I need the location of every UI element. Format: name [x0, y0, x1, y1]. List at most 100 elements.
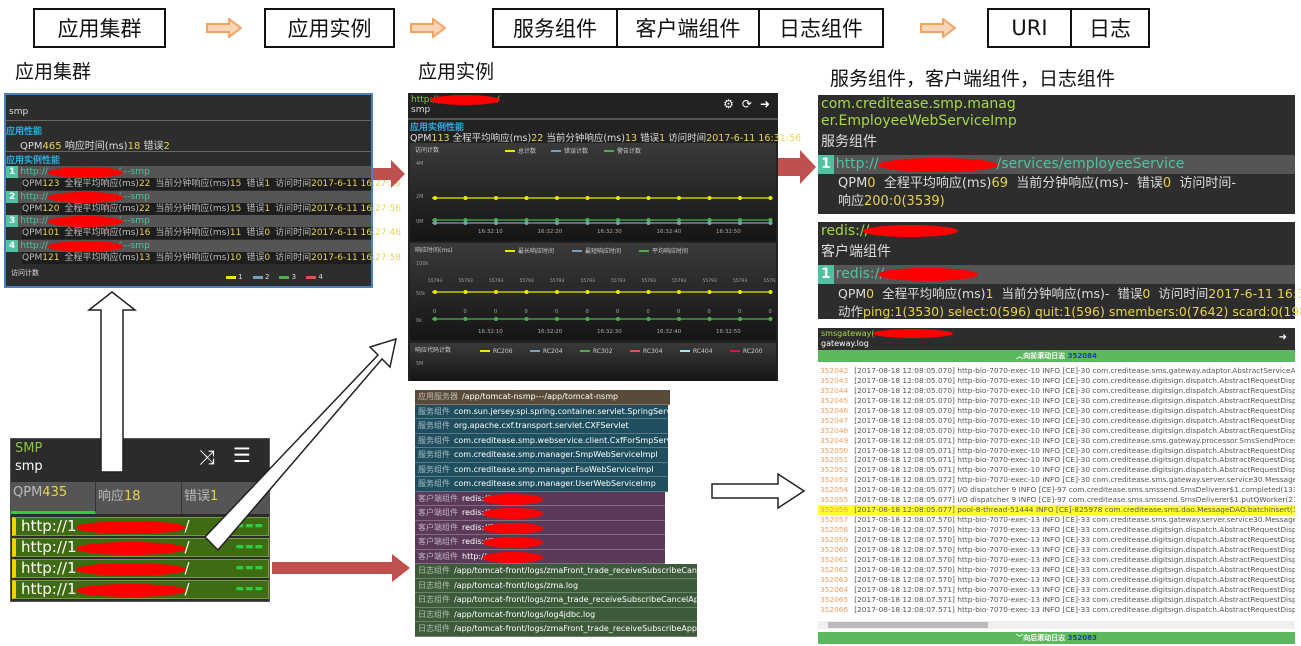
redaction-mark	[483, 493, 543, 505]
component-type-label: 客户端组件	[418, 537, 458, 546]
data-point	[646, 221, 651, 225]
instance-url-row[interactable]: http://1/▬▬▬	[12, 580, 269, 599]
data-point	[463, 290, 468, 294]
legend-label: 最长响应时间	[518, 247, 554, 255]
data-label: 55793	[611, 278, 625, 284]
redaction-mark	[430, 95, 500, 105]
metric-value: 1	[264, 203, 271, 214]
component-item-log[interactable]: 日志组件/app/tomcat-front/logs/zmaFront_trad…	[415, 622, 718, 637]
log-line-text: [2017-08-18 12:08:07.570] http-bio-7070-…	[854, 525, 1295, 534]
shuffle-icon[interactable]: ⤨	[199, 445, 215, 469]
log-line-number: 352059	[820, 534, 849, 544]
log-line-text: [2017-08-18 12:08:05.070] http-bio-7070-…	[854, 415, 1295, 425]
scroll-down-button[interactable]: ﹀向后滚动日志 352083	[818, 632, 1295, 644]
chart-title: 响应代码计数	[415, 346, 451, 354]
log-line: 352056[2017-08-18 12:08:05.077] pool-8-t…	[818, 505, 1295, 516]
metric-value: 1	[264, 179, 271, 189]
metric-value: 11	[229, 228, 242, 238]
component-item-log[interactable]: 日志组件/app/tomcat-front/logs/log4jdbc.log	[415, 607, 697, 622]
log-line: 352042[2017-08-18 12:08:05.070] http-bio…	[818, 366, 1295, 376]
data-label: 0	[769, 309, 772, 315]
metric-value: 0	[264, 228, 271, 238]
flow-step-label: 应用实例	[287, 17, 372, 41]
response-tab[interactable]: 响应18	[96, 482, 182, 514]
smp-app-card[interactable]: SMP smp ⤨ ☰ QPM435 响应18 错误1 http://1/▬▬▬…	[10, 438, 270, 602]
log-line: 352064[2017-08-18 12:08:07.571] http-bio…	[818, 585, 1295, 595]
data-point	[768, 317, 773, 321]
component-item-app[interactable]: 应用服务器/app/tomcat-nsmp---/app/tomcat-nsmp	[415, 390, 670, 405]
log-line-number: 352047	[820, 415, 849, 425]
data-label: 0	[616, 309, 619, 315]
uri-metrics: QPM0 全程平均响应(ms)1 当前分钟响应(ms)- 错误0 访问时间201…	[838, 286, 1301, 319]
component-item-log[interactable]: 日志组件/app/tomcat-front/logs/zma_trade_rec…	[415, 593, 724, 608]
log-line: 352051[2017-08-18 12:08:05.071] http-bio…	[818, 455, 1295, 465]
legend-item[interactable]: 1	[226, 273, 243, 281]
gear-icon[interactable]: ⚙	[723, 97, 734, 111]
list-icon[interactable]: ☰	[233, 443, 251, 467]
component-type-label: 客户端组件	[418, 508, 458, 517]
qpm-tab[interactable]: QPM435	[11, 482, 96, 514]
component-item-log[interactable]: 日志组件/app/tomcat-front/logs/zma.log	[415, 578, 697, 593]
component-value: /app/tomcat-front/logs/log4jdbc.log	[454, 609, 596, 619]
instance-url[interactable]: http://	[20, 191, 48, 202]
refresh-icon[interactable]: ⟳	[741, 97, 752, 111]
logout-icon[interactable]: ➜	[759, 97, 770, 111]
data-label: 0	[677, 309, 680, 315]
data-point	[524, 221, 529, 225]
log-line-text: [2017-08-18 12:08:07.570] http-bio-7070-…	[854, 574, 1295, 584]
component-value: redis://1	[462, 522, 495, 532]
instance-url[interactable]: http://	[20, 240, 48, 251]
data-label: 0	[647, 309, 650, 315]
instance-url-row[interactable]: http://1/▬▬▬	[12, 517, 269, 536]
logout-icon[interactable]: ➜	[1278, 332, 1287, 343]
component-value: com.creditease.smp.manager.UserWebServic…	[454, 479, 656, 488]
data-point	[555, 317, 559, 321]
instance-url-suffix: /---smp	[117, 216, 150, 226]
legend-item[interactable]: 3	[279, 273, 296, 281]
instance-url-row[interactable]: http://1/▬▬▬	[12, 559, 269, 578]
data-point	[585, 290, 590, 294]
data-label: 0	[525, 309, 528, 315]
error-tab[interactable]: 错误1	[184, 489, 219, 504]
data-label: 55793	[764, 278, 777, 284]
instance-url[interactable]: http://	[20, 167, 48, 177]
cluster-name: smp	[9, 107, 29, 117]
redaction-mark	[76, 584, 186, 597]
horizontal-scrollbar[interactable]	[818, 621, 1295, 629]
chart-title: 访问计数	[415, 146, 439, 154]
legend-item[interactable]: 2	[252, 273, 269, 281]
log-line: 352043[2017-08-18 12:08:05.070] http-bio…	[818, 376, 1295, 386]
instance-url-row[interactable]: http://1/▬▬▬	[12, 538, 269, 557]
data-point	[494, 221, 498, 225]
component-item-log[interactable]: 日志组件/app/tomcat-front/logs/zmaFront_trad…	[415, 564, 745, 579]
metric-label: 访问时间	[275, 252, 312, 263]
y-tick-label: 50k	[416, 291, 425, 297]
log-line: 352050[2017-08-18 12:08:05.071] http-bio…	[818, 446, 1295, 456]
legend-item[interactable]: 4	[306, 273, 323, 281]
log-line-text: [2017-08-18 12:08:07.570] http-bio-7070-…	[854, 515, 1295, 525]
instance-url[interactable]: http://	[20, 216, 48, 226]
data-label: 55793	[550, 278, 564, 284]
log-line-number: 352050	[820, 445, 849, 455]
scroll-up-button[interactable]: ︿向前滚动日志 352084	[818, 350, 1295, 362]
log-line-number: 352062	[820, 564, 849, 574]
instance-index: 3	[6, 215, 19, 227]
